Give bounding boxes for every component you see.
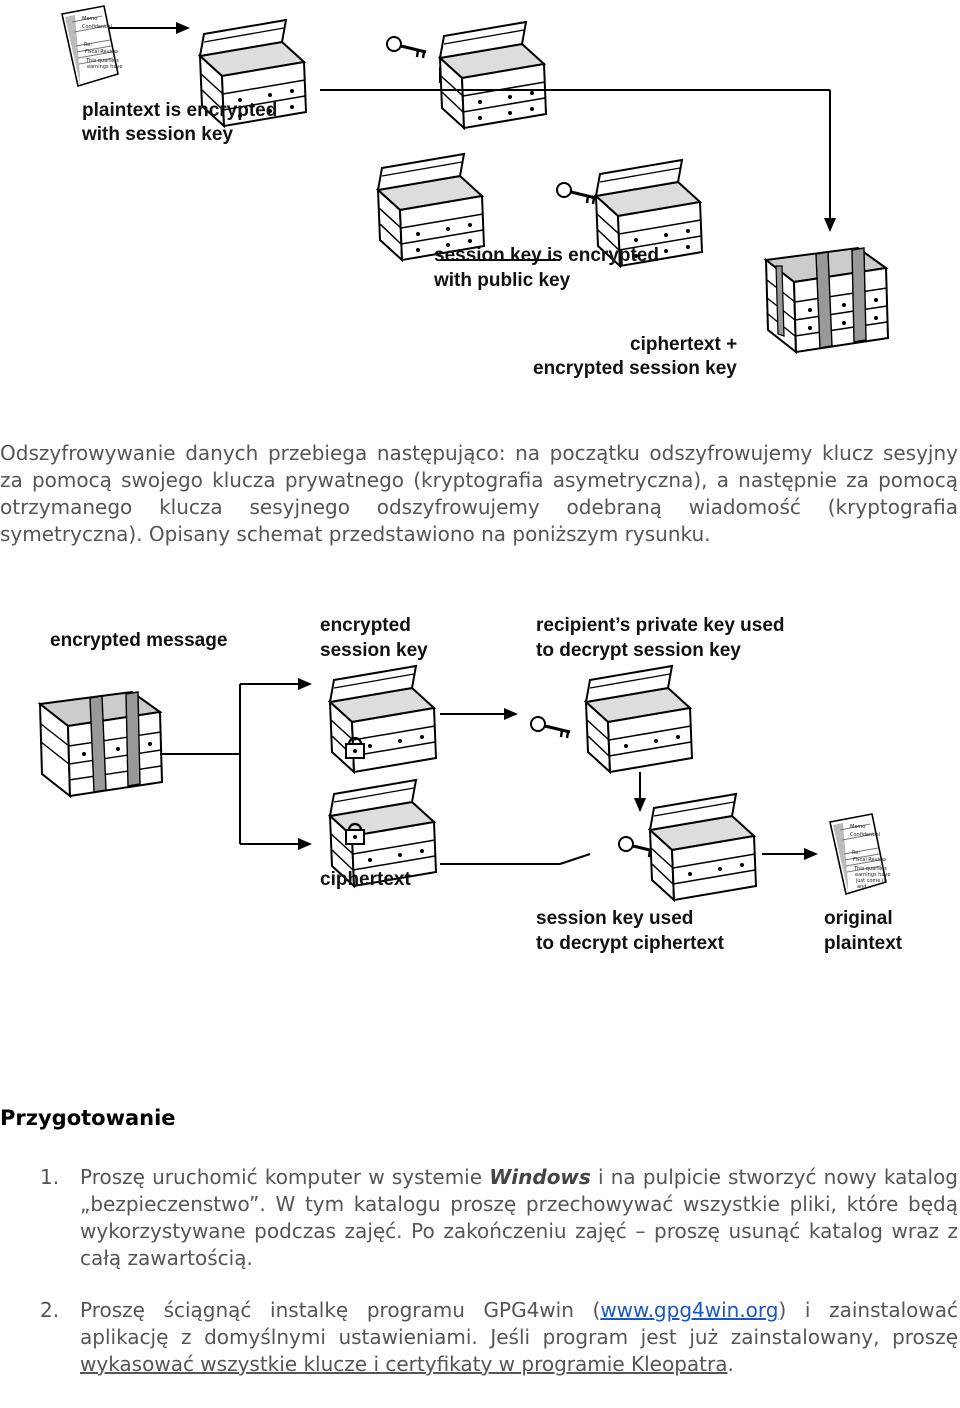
- svg-text:Confidential: Confidential: [82, 24, 112, 30]
- ciphertext-bundle-icon: [765, 247, 889, 353]
- step-text: Proszę ściągnąć instalkę programu GPG4wi…: [80, 1298, 601, 1322]
- svg-text:earnings have: earnings have: [855, 872, 890, 878]
- private-key-icon: [529, 715, 572, 740]
- svg-text:earnings have: earnings have: [87, 64, 122, 70]
- encrypted-session-key-label-2: session key: [320, 640, 428, 661]
- svg-text:Fiscal Review: Fiscal Review: [853, 857, 886, 863]
- gpg4win-link[interactable]: www.gpg4win.org: [600, 1298, 779, 1322]
- encrypted-message-label: encrypted message: [50, 630, 227, 651]
- step-number: 1.: [40, 1165, 60, 1189]
- svg-text:Re:: Re:: [84, 42, 92, 48]
- step-text: Proszę uruchomić komputer w systemie: [80, 1165, 490, 1189]
- svg-text:Memo: Memo: [82, 16, 97, 22]
- result-label-1: ciphertext +: [630, 334, 737, 355]
- encrypted-session-key-box-icon: [329, 665, 437, 773]
- svg-text:Re:: Re:: [852, 850, 860, 856]
- original-plaintext-label-1: original: [824, 908, 893, 929]
- svg-text:This quarters: This quarters: [853, 866, 887, 872]
- svg-text:and...: and...: [857, 884, 872, 890]
- encrypt-session-label-1: plaintext is encrypted: [82, 100, 277, 121]
- step-text: .: [727, 1352, 734, 1376]
- private-key-label-1: recipient’s private key used: [536, 615, 785, 636]
- decrypted-session-key-box-icon: [585, 665, 693, 773]
- opened-ciphertext-box-icon: [649, 793, 757, 901]
- steps-list: 1. Proszę uruchomić komputer w systemie …: [0, 1164, 958, 1378]
- encryption-diagram: Memo Confidential Re: Fiscal Review This…: [61, 5, 889, 379]
- section-heading: Przygotowanie: [0, 1106, 176, 1130]
- step-text: ) i zainstalować aplikację z domyślnymi …: [80, 1298, 958, 1349]
- svg-text:Memo: Memo: [850, 824, 865, 830]
- svg-text:just come in: just come in: [855, 878, 887, 884]
- result-label-2: encrypted session key: [533, 358, 737, 379]
- ciphertext-label: ciphertext: [320, 869, 411, 890]
- intro-paragraph: Odszyfrowywanie danych przebiega następu…: [0, 441, 958, 546]
- step-number: 2.: [40, 1298, 60, 1322]
- decryption-diagram: encrypted message encrypted session key …: [39, 615, 903, 954]
- list-item: 1. Proszę uruchomić komputer w systemie …: [0, 1164, 958, 1272]
- encrypt-public-label-2: with public key: [433, 270, 571, 291]
- session-key-used-label-1: session key used: [536, 908, 693, 929]
- svg-text:Fiscal Review: Fiscal Review: [85, 49, 118, 55]
- original-plaintext-document-icon: Memo Confidential Re: Fiscal Review This…: [829, 813, 890, 895]
- windows-emphasis: Windows: [489, 1165, 591, 1189]
- underlined-instruction: wykasować wszystkie klucze i certyfikaty…: [80, 1352, 728, 1376]
- original-plaintext-label-2: plaintext: [824, 933, 903, 954]
- plaintext-document-icon: Memo Confidential Re: Fiscal Review This…: [61, 5, 122, 87]
- svg-text:Confidential: Confidential: [850, 832, 880, 838]
- session-key-used-label-2: to decrypt ciphertext: [536, 933, 725, 954]
- step-text: i na pulpicie stworzyć nowy katalog „bez…: [80, 1165, 958, 1270]
- list-item: 2. Proszę ściągnąć instalkę programu GPG…: [0, 1297, 958, 1378]
- svg-text:This quarters: This quarters: [85, 58, 119, 64]
- encrypted-session-key-label-1: encrypted: [320, 615, 411, 636]
- encrypted-message-bundle-icon: [39, 691, 163, 797]
- encrypt-session-label-2: with session key: [81, 124, 233, 145]
- private-key-label-2: to decrypt session key: [536, 640, 741, 661]
- encrypt-public-label-1: session key is encrypted: [434, 245, 659, 266]
